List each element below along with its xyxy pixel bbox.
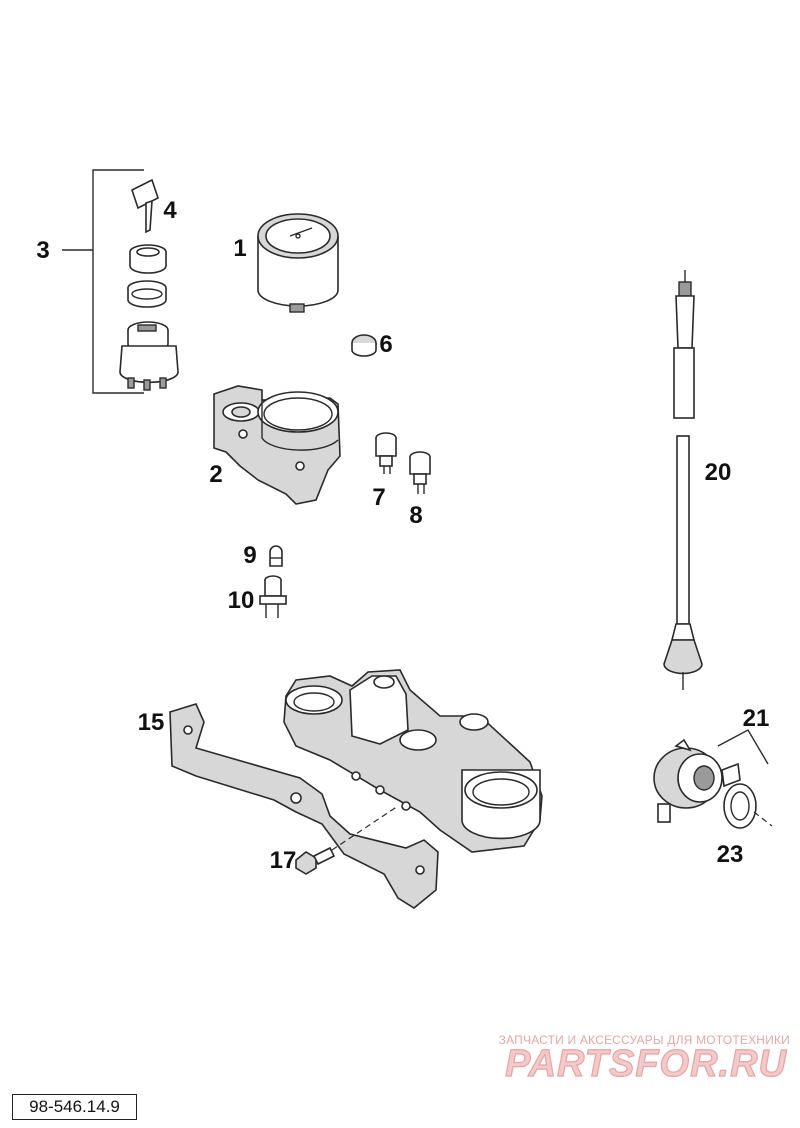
lock-ring-lower [127, 280, 167, 308]
bracket-3 [62, 169, 144, 394]
callout-15: 15 [138, 709, 165, 736]
mounting-bolt [295, 846, 336, 875]
watermark-tagline: ЗАПЧАСТИ И АКСЕССУАРЫ ДЛЯ МОТОТЕХНИКИ [498, 1033, 790, 1047]
bulb-socket [259, 575, 287, 618]
lock-ring-upper [129, 244, 167, 274]
callout-20: 20 [705, 459, 732, 486]
callout-4: 4 [163, 197, 177, 224]
callout-6: 6 [379, 331, 392, 358]
callout-9: 9 [243, 542, 256, 569]
watermark-brand: PARTSFOR.RU [505, 1043, 787, 1085]
callout-23: 23 [717, 841, 744, 868]
ignition-lock-body [119, 321, 179, 391]
drawing-code: 98-546.14.9 [12, 1094, 137, 1120]
rubber-plug [351, 334, 377, 357]
callout-2: 2 [209, 461, 222, 488]
callout-8: 8 [409, 502, 422, 529]
bulb [269, 545, 283, 567]
callout-10: 10 [228, 587, 255, 614]
leader-17 [331, 805, 399, 851]
callout-3: 3 [36, 237, 49, 264]
instrument-housing [213, 385, 341, 505]
callout-1: 1 [233, 235, 246, 262]
indicator-lamp-7 [375, 432, 397, 474]
triple-clamp [283, 669, 543, 853]
key [131, 178, 159, 234]
speedometer-drive [653, 738, 741, 823]
headlight-bracket [169, 703, 439, 909]
speedometer-cable [663, 270, 703, 690]
indicator-lamp-8 [409, 451, 431, 494]
leader-23 [753, 811, 773, 827]
callout-7: 7 [372, 484, 385, 511]
bracket-21 [717, 729, 769, 765]
retaining-washer [723, 783, 757, 829]
callout-21: 21 [743, 705, 770, 732]
speedometer [257, 213, 339, 313]
callout-17: 17 [270, 847, 297, 874]
